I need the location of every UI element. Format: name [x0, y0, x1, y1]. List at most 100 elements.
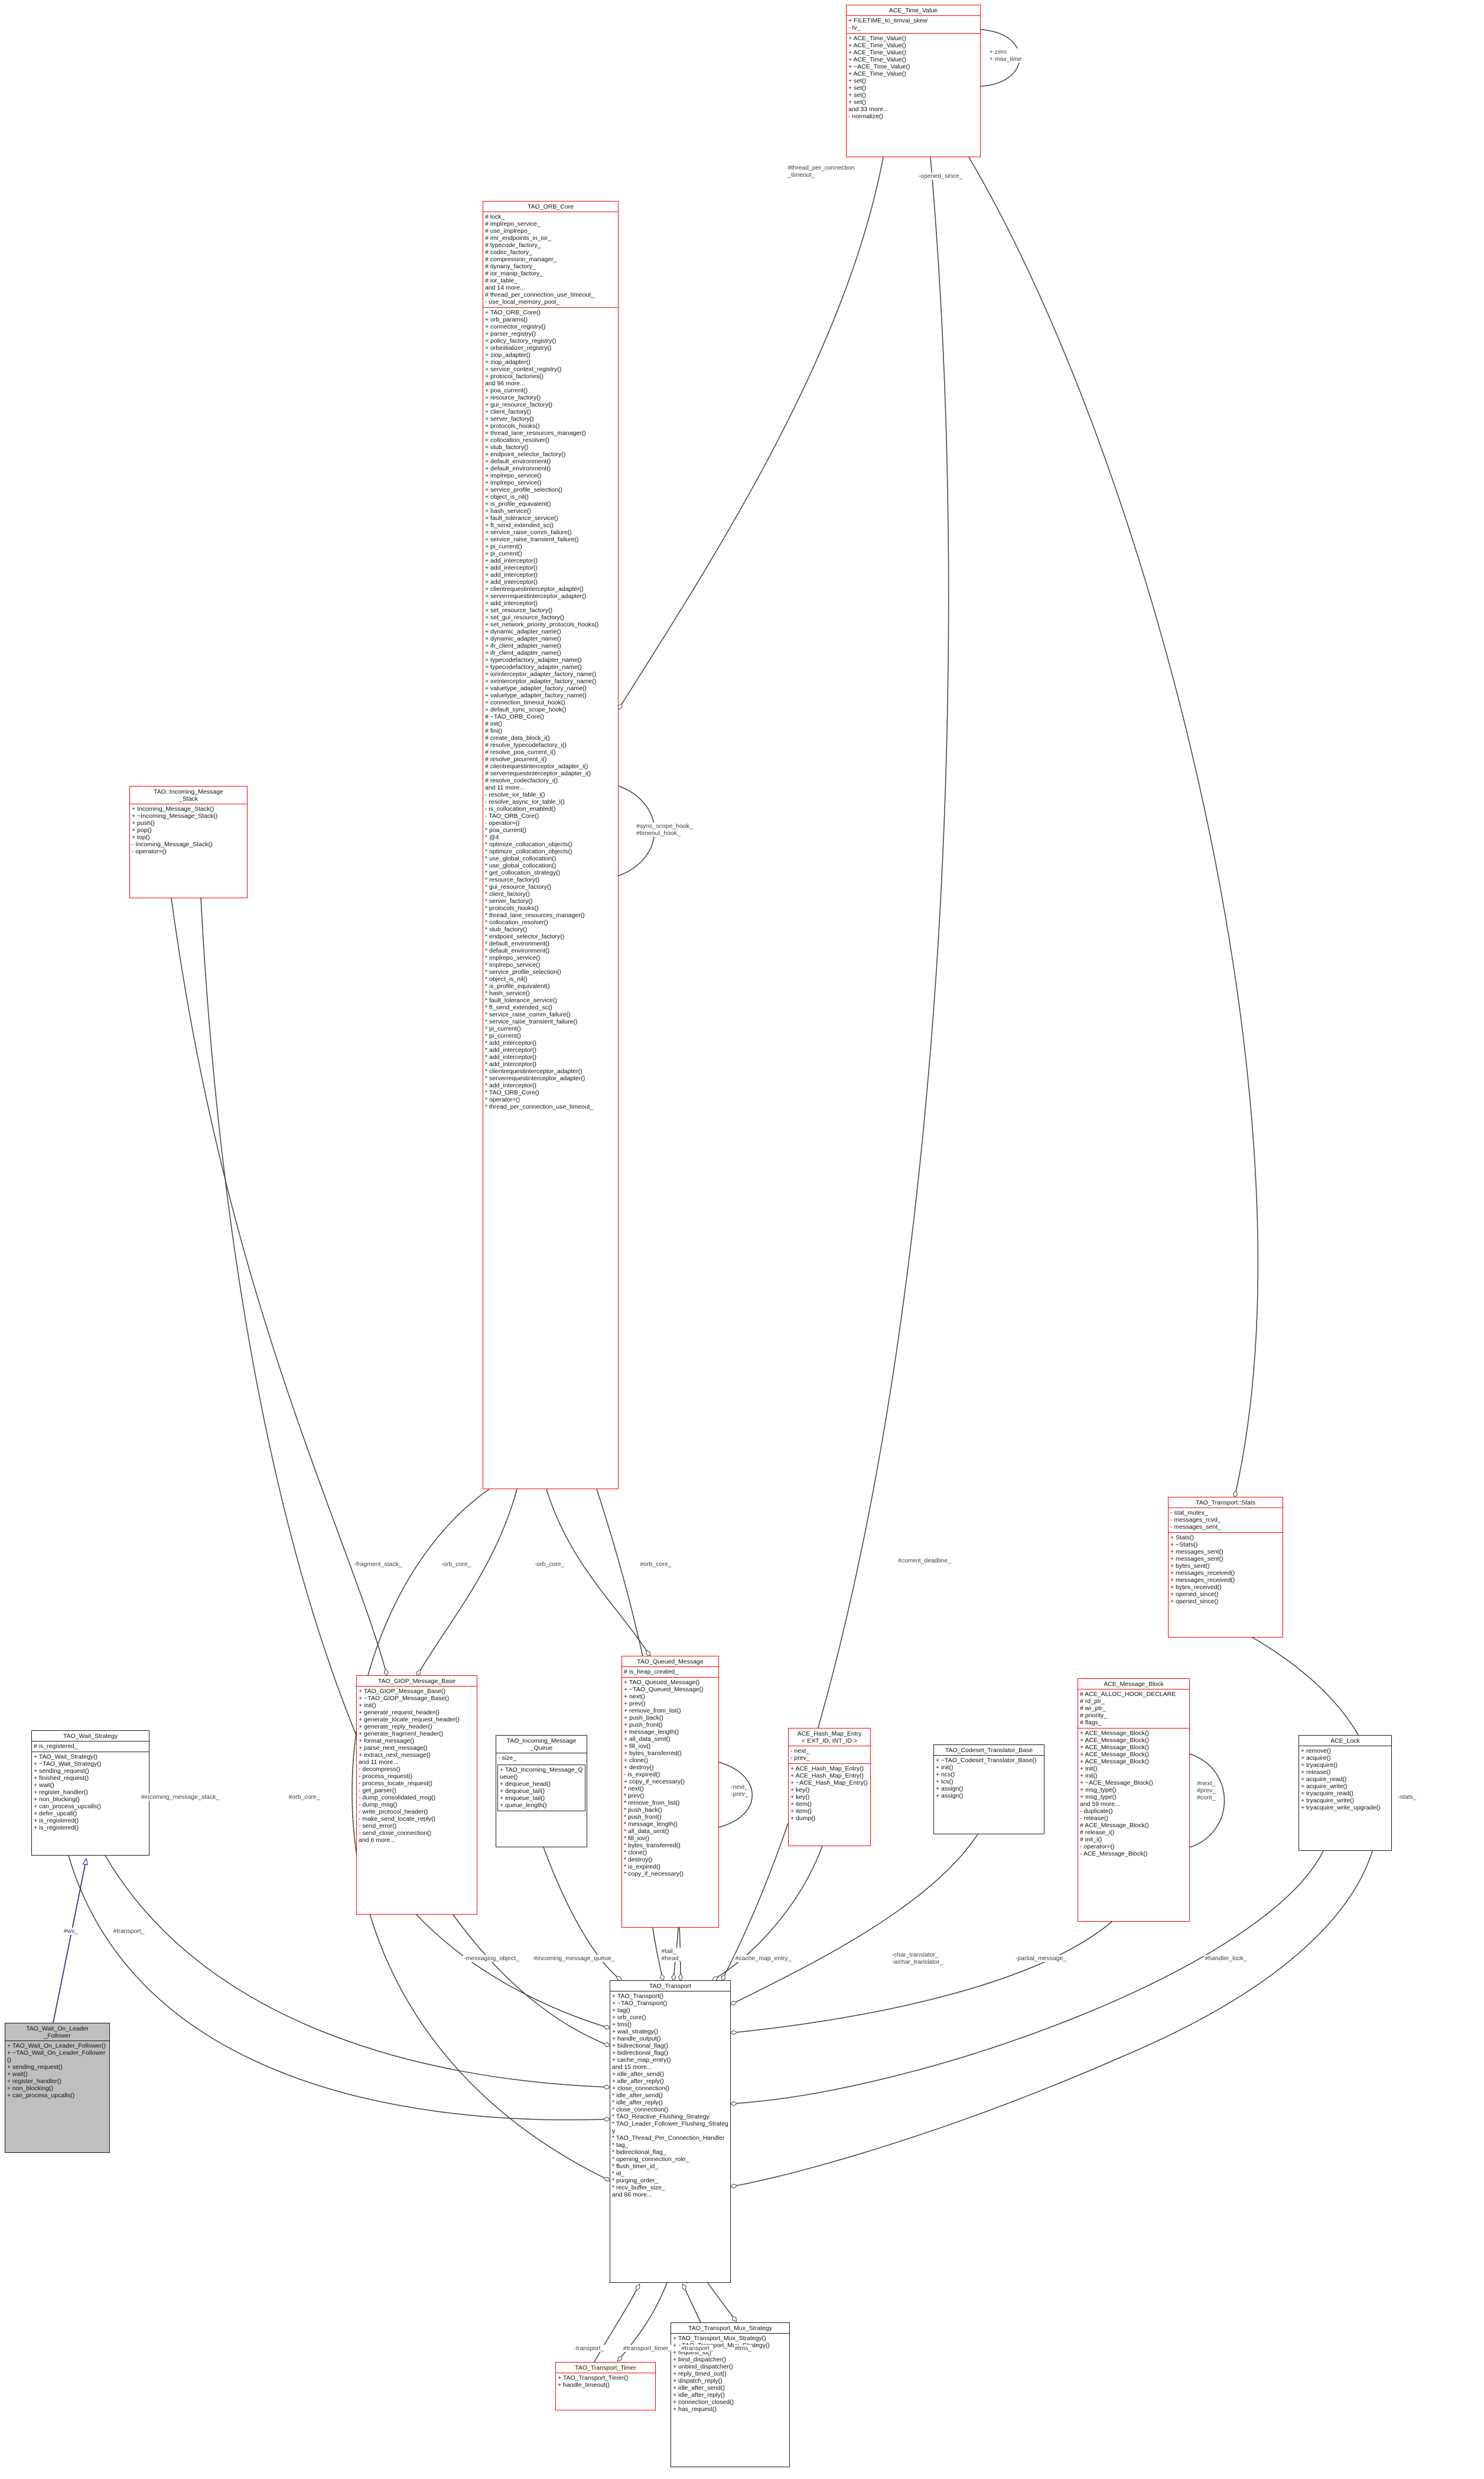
- member-line: + ncs(): [936, 1771, 955, 1778]
- class-box-tao-wait-strategy[interactable]: TAO_Wait_Strategy# is_registered_+ TAO_W…: [31, 1730, 149, 1856]
- member-line: + ACE_Hash_Map_Entry(): [790, 1772, 864, 1779]
- inheritance-edge: [53, 1859, 86, 2023]
- member-line: + tcs(): [936, 1778, 953, 1785]
- class-box-ace-message-block[interactable]: ACE_Message_Block# ACE_ALLOC_HOOK_DECLAR…: [1078, 1678, 1190, 1922]
- member-line: - ACE_Message_Block(): [1080, 1850, 1148, 1857]
- member-line: - operator=(): [1080, 1843, 1115, 1850]
- member-line: * TAO_ORB_Core(): [485, 1089, 539, 1096]
- member-line: * stub_factory(): [485, 926, 528, 933]
- member-line: * add_interceptor(): [485, 1054, 536, 1061]
- member-line: - decompress(): [359, 1766, 401, 1773]
- class-box-ace-time-value[interactable]: ACE_Time_Value+ FILETIME_to_timval_skew-…: [846, 5, 981, 157]
- member-line: + default_environment(): [485, 458, 551, 465]
- member-line: + init(): [1080, 1765, 1098, 1772]
- edge-label: #incoming_message_queue_: [533, 1955, 616, 1962]
- class-box-tao-transport-mux-strategy[interactable]: TAO_Transport_Mux_Strategy+ TAO_Transpor…: [671, 2322, 790, 2467]
- edge-label: -next_ -prev_: [730, 1783, 749, 1798]
- member-line: + add_interceptor(): [485, 557, 538, 564]
- class-box-tao-orb-core[interactable]: TAO_ORB_Core # lock_# implrepo_service_ # …: [483, 201, 619, 1489]
- member-line: # rd_ptr_: [1080, 1698, 1105, 1705]
- member-line: + dispatch_reply(): [673, 2377, 723, 2384]
- member-line: + set_gui_resource_factory(): [485, 614, 564, 621]
- member-line: + orbinitializer_registry(): [485, 345, 552, 352]
- member-line: * TAO_Thread_Per_Connection_Handler: [612, 2134, 725, 2142]
- member-line: + gui_resource_factory(): [485, 401, 553, 408]
- class-box-ace-hash-map-entry[interactable]: ACE_Hash_Map_Entry < EXT_ID, INT_ID > - n…: [788, 1728, 871, 1846]
- member-line: + implrepo_service(): [485, 479, 542, 486]
- edge-label: -opened_since_: [917, 173, 964, 180]
- member-line: + ifr_client_adapter_name(): [485, 649, 561, 657]
- member-line: - size_: [498, 1755, 516, 1762]
- member-line: + wait(): [7, 2071, 28, 2078]
- association-edge: [171, 898, 389, 1677]
- member-line: + tag(): [612, 2007, 630, 2014]
- class-box-tao-incoming-message-stack[interactable]: TAO::Incoming_Message _Stack+ Incoming_M…: [129, 786, 248, 898]
- member-line: # ACE_Message_Block(): [1080, 1822, 1149, 1829]
- member-line: + wait(): [34, 1782, 54, 1789]
- member-line: + orb_core(): [612, 2014, 646, 2021]
- edge-label: #orb_core_: [288, 1794, 321, 1801]
- member-line: # implrepo_service_: [485, 220, 541, 228]
- member-line: + ~Stats(): [1170, 1541, 1198, 1548]
- member-line: * collocation_resolver(): [485, 919, 548, 926]
- class-box-tao-transport-timer[interactable]: TAO_Transport_Timer+ TAO_Transport_Timer…: [555, 2362, 656, 2410]
- edge-label: #transport_timer_: [622, 2345, 673, 2352]
- class-section: - next_- prev_: [789, 1746, 870, 1763]
- member-line: + tryacquire(): [1301, 1762, 1338, 1769]
- member-line: + messages_received(): [1170, 1570, 1235, 1577]
- class-box-tao-incoming-message-queue[interactable]: TAO_Incoming_Message _Queue- size_+ TAO_…: [496, 1735, 587, 1847]
- member-line: + dequeue_tail(): [500, 1788, 545, 1795]
- member-line: * thread_lane_resources_manager(): [485, 912, 585, 919]
- member-line: + tryacquire_write_upgrade(): [1301, 1804, 1381, 1811]
- member-line: + generate_reply_header(): [359, 1723, 432, 1730]
- member-line: * default_environment(): [485, 940, 550, 947]
- member-line: - next_: [790, 1747, 810, 1755]
- member-line: - send_error(): [359, 1822, 397, 1830]
- member-line: # lock_: [485, 213, 505, 220]
- member-line: + policy_factory_registry(): [485, 337, 556, 345]
- class-box-tao-codeset-translator-base[interactable]: TAO_Codeset_Translator_Base+ ~TAO_Codese…: [933, 1744, 1044, 1834]
- edge-label: #thread_per_connection _timeout_: [787, 164, 855, 178]
- member-line: * use_global_collocation(): [485, 862, 556, 869]
- edge-label: #orb_core_: [639, 1561, 672, 1568]
- class-box-tao-transport-stats[interactable]: TAO_Transport::Stats- stat_mutex_- messa…: [1168, 1497, 1283, 1637]
- class-title: TAO_ORB_Core: [528, 203, 574, 210]
- class-box-tao-queued-message[interactable]: TAO_Queued_Message# is_heap_created_+ TA…: [621, 1656, 719, 1928]
- member-line: - prev_: [790, 1755, 810, 1762]
- member-line: * resource_factory(): [485, 876, 540, 883]
- member-line: * service_raise_comm_failure(): [485, 1011, 571, 1018]
- member-line: and 11 more...: [485, 784, 525, 791]
- member-line: + remove(): [1301, 1747, 1332, 1755]
- association-edge: [730, 1921, 1112, 2035]
- class-box-tao-transport[interactable]: TAO_Transport+ TAO_Transport()+ ~TAO_Tra…: [610, 1980, 731, 2283]
- member-line: + key(): [790, 1794, 810, 1801]
- association-edge: [543, 1847, 623, 1981]
- member-line: * bidirectional_flag_: [612, 2149, 666, 2156]
- member-line: + push_back(): [624, 1714, 663, 1721]
- class-box-ace-lock[interactable]: ACE_Lock+ remove()+ acquire()+ tryacquir…: [1298, 1735, 1392, 1851]
- member-line: and 15 more...: [612, 2064, 652, 2071]
- member-line: + clientrequestinterceptor_adapter(): [485, 586, 584, 593]
- member-line: + bidirectional_flag(): [612, 2042, 668, 2049]
- member-line: # fini(): [485, 727, 503, 735]
- member-line: + default_sync_scope_hook(): [485, 706, 567, 713]
- member-line: + tryacquire_read(): [1301, 1790, 1353, 1797]
- class-title: ACE_Hash_Map_Entry < EXT_ID, INT_ID >: [797, 1730, 862, 1744]
- member-line: # resolve_codecfactory_i(): [485, 777, 558, 784]
- class-title: TAO_Incoming_Message _Queue: [506, 1737, 577, 1752]
- member-line: + valuetype_adapter_factory_name(): [485, 685, 587, 692]
- class-section: + remove()+ acquire()+ tryacquire()+ rel…: [1299, 1746, 1391, 1813]
- class-box-tao-wait-on-leader-follower[interactable]: TAO_Wait_On_Leader _Follower+ TAO_Wait_O…: [5, 2023, 110, 2153]
- member-line: + is_registered(): [34, 1824, 79, 1831]
- class-title: ACE_Message_Block: [1104, 1681, 1164, 1688]
- member-line: * service_raise_transient_failure(): [485, 1018, 578, 1025]
- member-line: + messages_received(): [1170, 1577, 1235, 1584]
- class-section: + ACE_Hash_Map_Entry()+ ACE_Hash_Map_Ent…: [789, 1763, 870, 1824]
- member-line: + bytes_received(): [1170, 1584, 1222, 1591]
- member-line: + TAO_Transport_Mux_Strategy(): [673, 2335, 766, 2342]
- class-box-tao-giop-message-base[interactable]: TAO_GIOP_Message_Base+ TAO_GIOP_Message_…: [356, 1675, 477, 1915]
- member-line: + TAO_Transport_Timer(): [558, 2374, 629, 2381]
- member-line: + release(): [1301, 1769, 1331, 1776]
- member-line: + acquire_read(): [1301, 1776, 1347, 1783]
